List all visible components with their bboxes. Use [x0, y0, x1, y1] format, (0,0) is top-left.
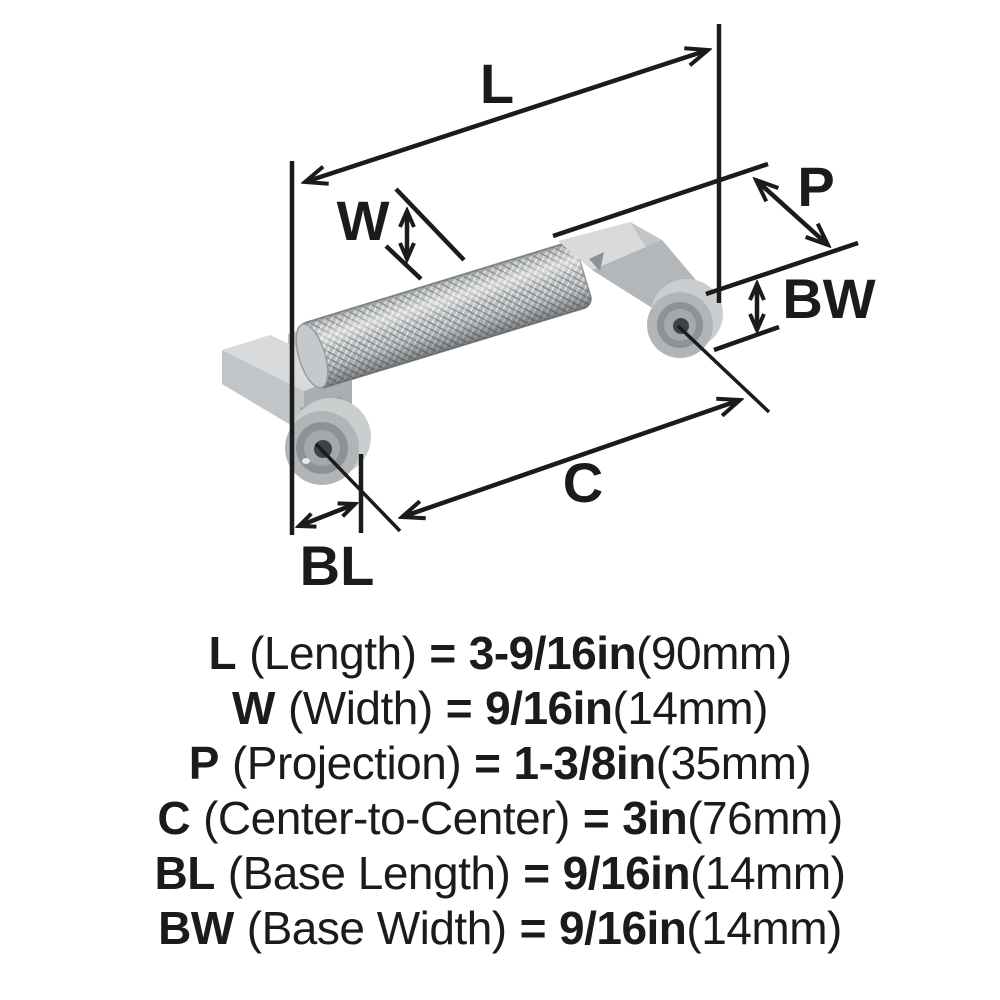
- spec-symbol: BW: [158, 902, 234, 954]
- w-tick-lower: [384, 244, 423, 281]
- spec-line-width: W(Width)=9/16in(14mm): [232, 681, 768, 736]
- spec-value: 3-9/16in: [468, 627, 637, 679]
- bw-tick-lower: [713, 324, 780, 353]
- knurled-bar: [295, 242, 592, 389]
- spec-value: 1-3/8in: [513, 737, 657, 789]
- c-ext-right: [676, 324, 771, 414]
- handle-dimension-drawing: L W P BW C BL: [222, 24, 876, 597]
- spec-symbol: C: [157, 792, 191, 844]
- spec-text-block: L(Length)=3-9/16in(90mm) W(Width)=9/16in…: [0, 626, 1000, 956]
- c-ext-left: [314, 442, 402, 533]
- spec-name: (Projection): [231, 737, 462, 789]
- bar-end-cap: [295, 323, 329, 389]
- label-W: W: [337, 189, 390, 252]
- dimension-arrow-C: [402, 400, 740, 517]
- spec-metric: (14mm): [690, 847, 846, 899]
- dimension-arrow-P: [756, 180, 828, 245]
- elbow-notch: [589, 252, 604, 271]
- spec-metric: (14mm): [686, 902, 842, 954]
- w-tick-upper: [394, 187, 466, 262]
- spec-value: 9/16in: [562, 847, 691, 899]
- spec-name: (Base Width): [246, 902, 507, 954]
- dimension-arrow-BL: [299, 504, 355, 526]
- spec-value: 9/16in: [485, 682, 613, 734]
- spec-line-projection: P(Projection)=1-3/8in(35mm): [188, 736, 812, 791]
- label-L: L: [480, 52, 514, 115]
- spec-metric: (76mm): [687, 792, 843, 844]
- spec-line-length: L(Length)=3-9/16in(90mm): [208, 626, 792, 681]
- spec-value: 9/16in: [559, 902, 687, 954]
- spec-symbol: L: [208, 627, 237, 679]
- label-C: C: [563, 451, 603, 514]
- right-screw-hole: [673, 318, 689, 334]
- label-P: P: [797, 155, 834, 218]
- spec-equals: =: [474, 737, 501, 789]
- spec-equals: =: [523, 847, 550, 899]
- spec-line-base-length: BL(Base Length)=9/16in(14mm): [154, 846, 846, 901]
- spec-line-base-width: BW(Base Width)=9/16in(14mm): [158, 901, 842, 956]
- dimension-lines: [289, 24, 859, 535]
- spec-name: (Width): [287, 682, 433, 734]
- spec-name: (Base Length): [227, 847, 511, 899]
- spec-equals: =: [582, 792, 610, 844]
- spec-metric: (90mm): [636, 627, 792, 679]
- spec-metric: (14mm): [612, 682, 769, 734]
- spec-symbol: W: [232, 682, 275, 734]
- spec-metric: (35mm): [655, 737, 812, 789]
- spec-line-center-to-center: C(Center-to-Center)=3in(76mm): [157, 791, 843, 846]
- spec-symbol: P: [188, 737, 220, 789]
- spec-value: 3in: [622, 792, 688, 844]
- spec-symbol: BL: [154, 847, 215, 899]
- spec-equals: =: [519, 902, 547, 954]
- dimension-arrow-L: [305, 50, 708, 182]
- p-tick-lower: [705, 240, 859, 297]
- p-tick-upper: [552, 161, 769, 239]
- label-BL: BL: [300, 534, 375, 597]
- spec-equals: =: [429, 627, 456, 679]
- spec-equals: =: [445, 682, 473, 734]
- spec-name: (Center-to-Center): [203, 792, 570, 844]
- pull-handle-illustration: [222, 222, 723, 485]
- spec-name: (Length): [249, 627, 417, 679]
- label-BW: BW: [782, 267, 875, 330]
